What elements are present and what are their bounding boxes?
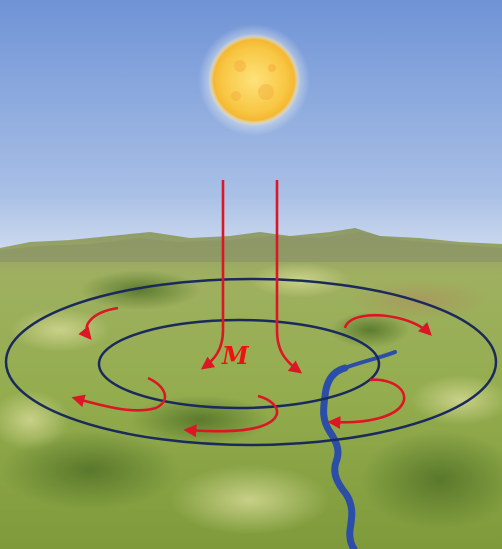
circulation-arrow-bottom bbox=[183, 394, 279, 438]
circulation-arrow-upper-left bbox=[78, 306, 119, 340]
circulation-arrow-right bbox=[327, 378, 406, 430]
circulation-arrow-upper-right bbox=[343, 314, 432, 336]
outer-ring bbox=[4, 277, 498, 447]
terrain bbox=[0, 228, 502, 549]
sun-icon bbox=[198, 24, 310, 136]
downdraft-arrow-right bbox=[275, 180, 303, 374]
circulation-arrows bbox=[71, 306, 432, 438]
river bbox=[320, 364, 358, 549]
descending-air-arrows bbox=[200, 180, 303, 374]
center-label: M bbox=[222, 341, 249, 370]
circulation-arrow-left bbox=[71, 376, 167, 412]
inner-ring bbox=[97, 318, 381, 410]
downdraft-arrow-left bbox=[200, 180, 225, 370]
